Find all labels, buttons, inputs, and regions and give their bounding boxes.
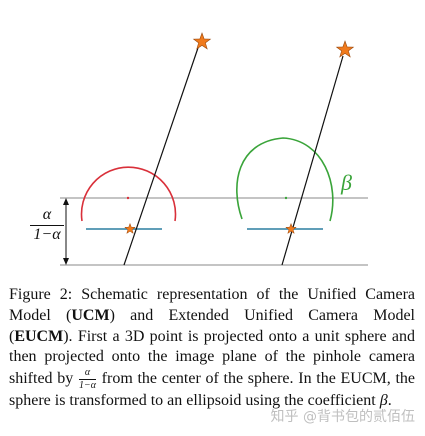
ucm-projected-point-star-icon xyxy=(124,222,136,235)
offset-arrow-head-bottom xyxy=(63,258,69,265)
ucm-projection-ray xyxy=(123,41,201,266)
caption-text-4: from the center of the sphere. In the EU… xyxy=(9,370,415,410)
alpha-offset-numerator: α xyxy=(42,206,52,223)
alpha-offset-denominator: 1−α xyxy=(33,226,61,243)
caption-label: Figure 2: xyxy=(9,286,73,303)
fraction-bar xyxy=(30,225,64,226)
caption-text-5: . xyxy=(387,392,392,410)
caption-frac-denominator: 1−α xyxy=(78,380,96,392)
figure-caption: Figure 2: Schematic representation of th… xyxy=(9,285,415,412)
caption-alpha-fraction: α 1−α xyxy=(78,367,96,392)
camera-model-diagram xyxy=(60,32,368,266)
caption-text-1: Schematic representation of the Unified … xyxy=(9,286,416,324)
caption-beta: β xyxy=(379,392,388,410)
eucm-ellipsoid-arc xyxy=(236,137,334,222)
ucm-sphere-center xyxy=(126,196,130,200)
caption-frac-bar xyxy=(78,379,96,381)
ucm-3d-point-star-icon xyxy=(192,32,212,50)
caption-frac-numerator: α xyxy=(84,367,91,379)
figure: α 1−α β xyxy=(28,32,368,266)
eucm-projected-point-star-icon xyxy=(285,222,297,235)
ucm-unit-sphere-arc xyxy=(80,166,177,222)
beta-label: β xyxy=(341,170,352,195)
watermark: 知乎 @背书包的贰佰伍 xyxy=(270,409,415,425)
eucm-projection-ray xyxy=(281,55,344,266)
eucm-ellipsoid-center xyxy=(284,196,288,200)
offset-arrow-head-top xyxy=(63,198,69,205)
caption-text-3: ). First a 3D point is projected onto a … xyxy=(9,327,415,388)
caption-eucm: EUCM xyxy=(14,327,64,345)
alpha-offset-label: α 1−α xyxy=(28,207,66,243)
eucm-3d-point-star-icon xyxy=(335,40,355,58)
caption-text-2: ) and Extended Unified Camera Model ( xyxy=(9,306,415,345)
caption-ucm: UCM xyxy=(71,306,110,324)
